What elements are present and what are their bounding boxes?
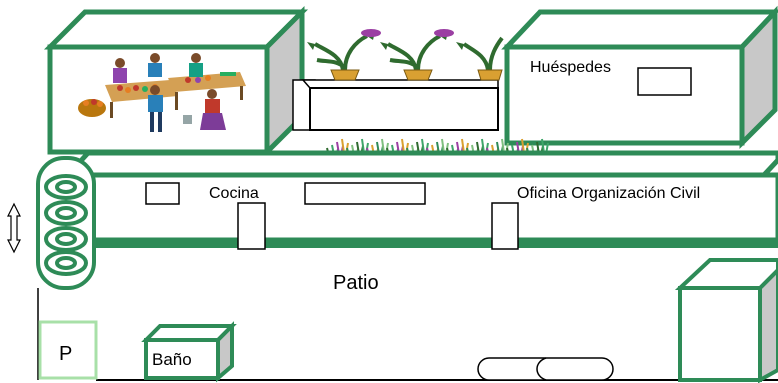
office-door [491, 202, 519, 250]
bathroom-building [141, 321, 237, 383]
guests-window [637, 67, 692, 96]
kitchen-door [237, 202, 266, 250]
bathroom-label: Baño [152, 350, 192, 369]
office-window [304, 182, 426, 205]
storage-building [674, 258, 778, 383]
potted-plant-icon [380, 29, 454, 81]
potted-plant-icon [456, 36, 504, 81]
guests-building [501, 5, 778, 150]
parking-area [38, 320, 98, 380]
planter-box [292, 79, 499, 131]
kitchen-label: Cocina [209, 185, 259, 202]
office-label: Oficina Organización Civil [517, 185, 700, 202]
patio-label: Patio [333, 272, 379, 294]
parking-label: P [59, 343, 72, 365]
guests-label: Huéspedes [530, 59, 611, 76]
kitchen-window [145, 182, 180, 205]
main-building [62, 150, 778, 250]
double-arrow-icon [7, 202, 21, 254]
potted-plant-icon [307, 29, 381, 81]
bench-shape [477, 357, 614, 381]
market-scene-icon [78, 53, 246, 132]
spiral-staircase-icon [36, 156, 96, 290]
